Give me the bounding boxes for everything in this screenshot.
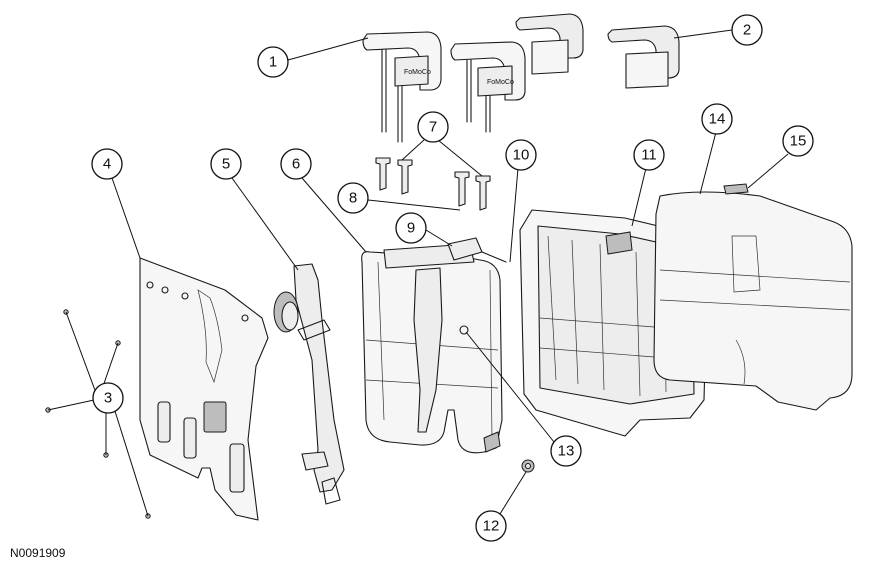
tag [723,183,749,195]
screws [45,309,151,519]
headrest-cover-2 [607,25,680,89]
seat-frame [361,243,503,454]
callout-13: 13 [550,435,582,467]
callout-5-number: 5 [222,156,230,173]
callout-7: 7 [417,111,449,143]
callout-2: 2 [731,14,763,46]
leader-lines [47,29,789,517]
callout-3: 3 [92,382,124,414]
callout-11-number: 11 [641,147,657,164]
callout-9-number: 9 [407,220,415,237]
callout-2-number: 2 [743,22,751,39]
callout-13-number: 13 [558,443,575,460]
callout-6-number: 6 [292,156,300,173]
callout-15-number: 15 [790,133,807,150]
headrest-left-label: FoMoCo [404,69,431,76]
callout-12: 12 [475,510,507,542]
callout-8: 8 [337,182,369,214]
callout-1-number: 1 [269,54,277,71]
callout-9: 9 [395,212,427,244]
reference-code: N0091909 [10,546,66,560]
callout-12-number: 12 [483,518,500,535]
callout-11: 11 [633,139,665,171]
latch [447,237,507,263]
callout-3-number: 3 [104,390,112,407]
rear-panel [139,257,269,521]
callout-14-number: 14 [709,111,726,128]
callout-14: 14 [701,103,733,135]
seat-belt-retractor [273,263,345,505]
headrest-center-label: FoMoCo [487,79,514,86]
callout-5: 5 [210,148,242,180]
headrest-center: FoMoCo [450,41,526,133]
callout-8-number: 8 [349,190,357,207]
headrest-cover-1 [515,13,584,75]
callout-15: 15 [782,125,814,157]
nut [521,459,535,473]
headrest-guides [375,157,491,211]
callout-6: 6 [280,148,312,180]
callout-10: 10 [505,139,537,171]
callout-4: 4 [91,148,123,180]
callout-1: 1 [257,46,289,78]
callout-4-number: 4 [103,156,111,173]
headrest-left: FoMoCo [362,31,442,143]
seat-back-cover [653,191,853,411]
callout-7-number: 7 [429,119,437,136]
callout-10-number: 10 [513,147,530,164]
